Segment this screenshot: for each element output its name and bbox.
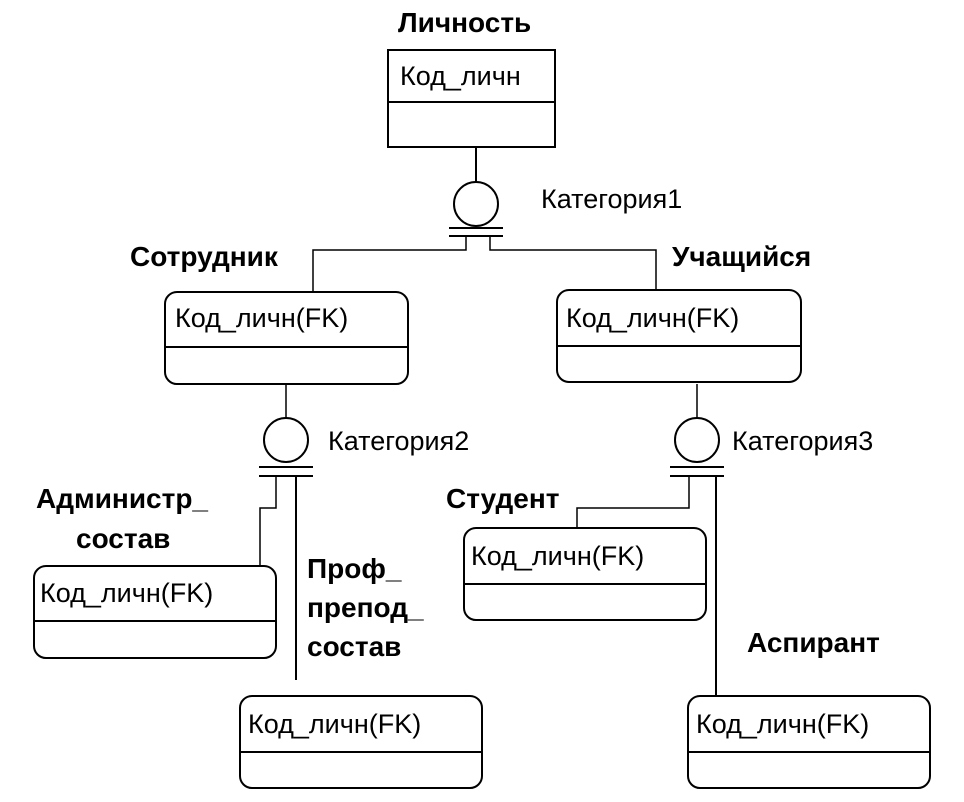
entity-student: Студент Код_личн(FK) — [446, 483, 707, 621]
entity-faculty-title-line1: Проф_ — [307, 553, 402, 584]
entity-faculty-title-line3: состав — [307, 631, 401, 662]
category1-branch-learner — [489, 236, 657, 292]
entity-employee: Сотрудник Код_личн(FK) — [130, 241, 409, 385]
entity-postgrad-title: Аспирант — [747, 627, 880, 658]
entity-person-box — [387, 49, 556, 148]
category1-label: Категория1 — [541, 184, 682, 214]
entity-person: Личность Код_личн — [387, 7, 556, 148]
entity-person-key: Код_личн — [400, 61, 521, 91]
entity-student-box — [463, 527, 707, 621]
entity-admin-key: Код_личн(FK) — [40, 578, 213, 608]
category2-circle — [263, 417, 309, 463]
entity-learner: Учащийся Код_личн(FK) — [556, 241, 811, 383]
category1-circle — [453, 181, 499, 227]
entity-student-key: Код_личн(FK) — [471, 541, 644, 571]
entity-employee-title: Сотрудник — [130, 241, 279, 272]
entity-admin-title-line2: состав — [76, 523, 170, 554]
entity-faculty-key: Код_личн(FK) — [248, 709, 421, 739]
entity-admin-title-line1: Администр_ — [36, 483, 208, 514]
entity-postgrad: Аспирант Код_личн(FK) — [687, 627, 931, 789]
entity-learner-box — [556, 289, 802, 383]
category1-symbol: Категория1 — [312, 147, 682, 292]
entity-faculty-title-line2: препод_ — [307, 592, 424, 623]
entity-admin: Администр_ состав Код_личн(FK) — [33, 483, 277, 659]
entity-student-title: Студент — [446, 483, 559, 514]
entity-postgrad-box — [687, 695, 931, 789]
category2-symbol: Категория2 — [259, 384, 469, 680]
entity-admin-box — [33, 565, 277, 659]
entity-faculty: Проф_ препод_ состав Код_личн(FK) — [239, 553, 483, 789]
entity-postgrad-key: Код_личн(FK) — [696, 709, 869, 739]
entity-faculty-box — [239, 695, 483, 789]
entity-learner-key: Код_личн(FK) — [566, 303, 739, 333]
entity-person-title: Личность — [398, 7, 531, 38]
category3-symbol: Категория3 — [576, 384, 873, 696]
category3-branch-student — [576, 476, 690, 528]
category2-branch-admin — [259, 476, 277, 566]
category2-label: Категория2 — [328, 426, 469, 456]
category3-label: Категория3 — [732, 426, 873, 456]
entity-employee-key: Код_личн(FK) — [175, 303, 348, 333]
category3-circle — [674, 417, 720, 463]
entity-learner-title: Учащийся — [672, 241, 811, 272]
category1-branch-employee — [312, 236, 467, 292]
